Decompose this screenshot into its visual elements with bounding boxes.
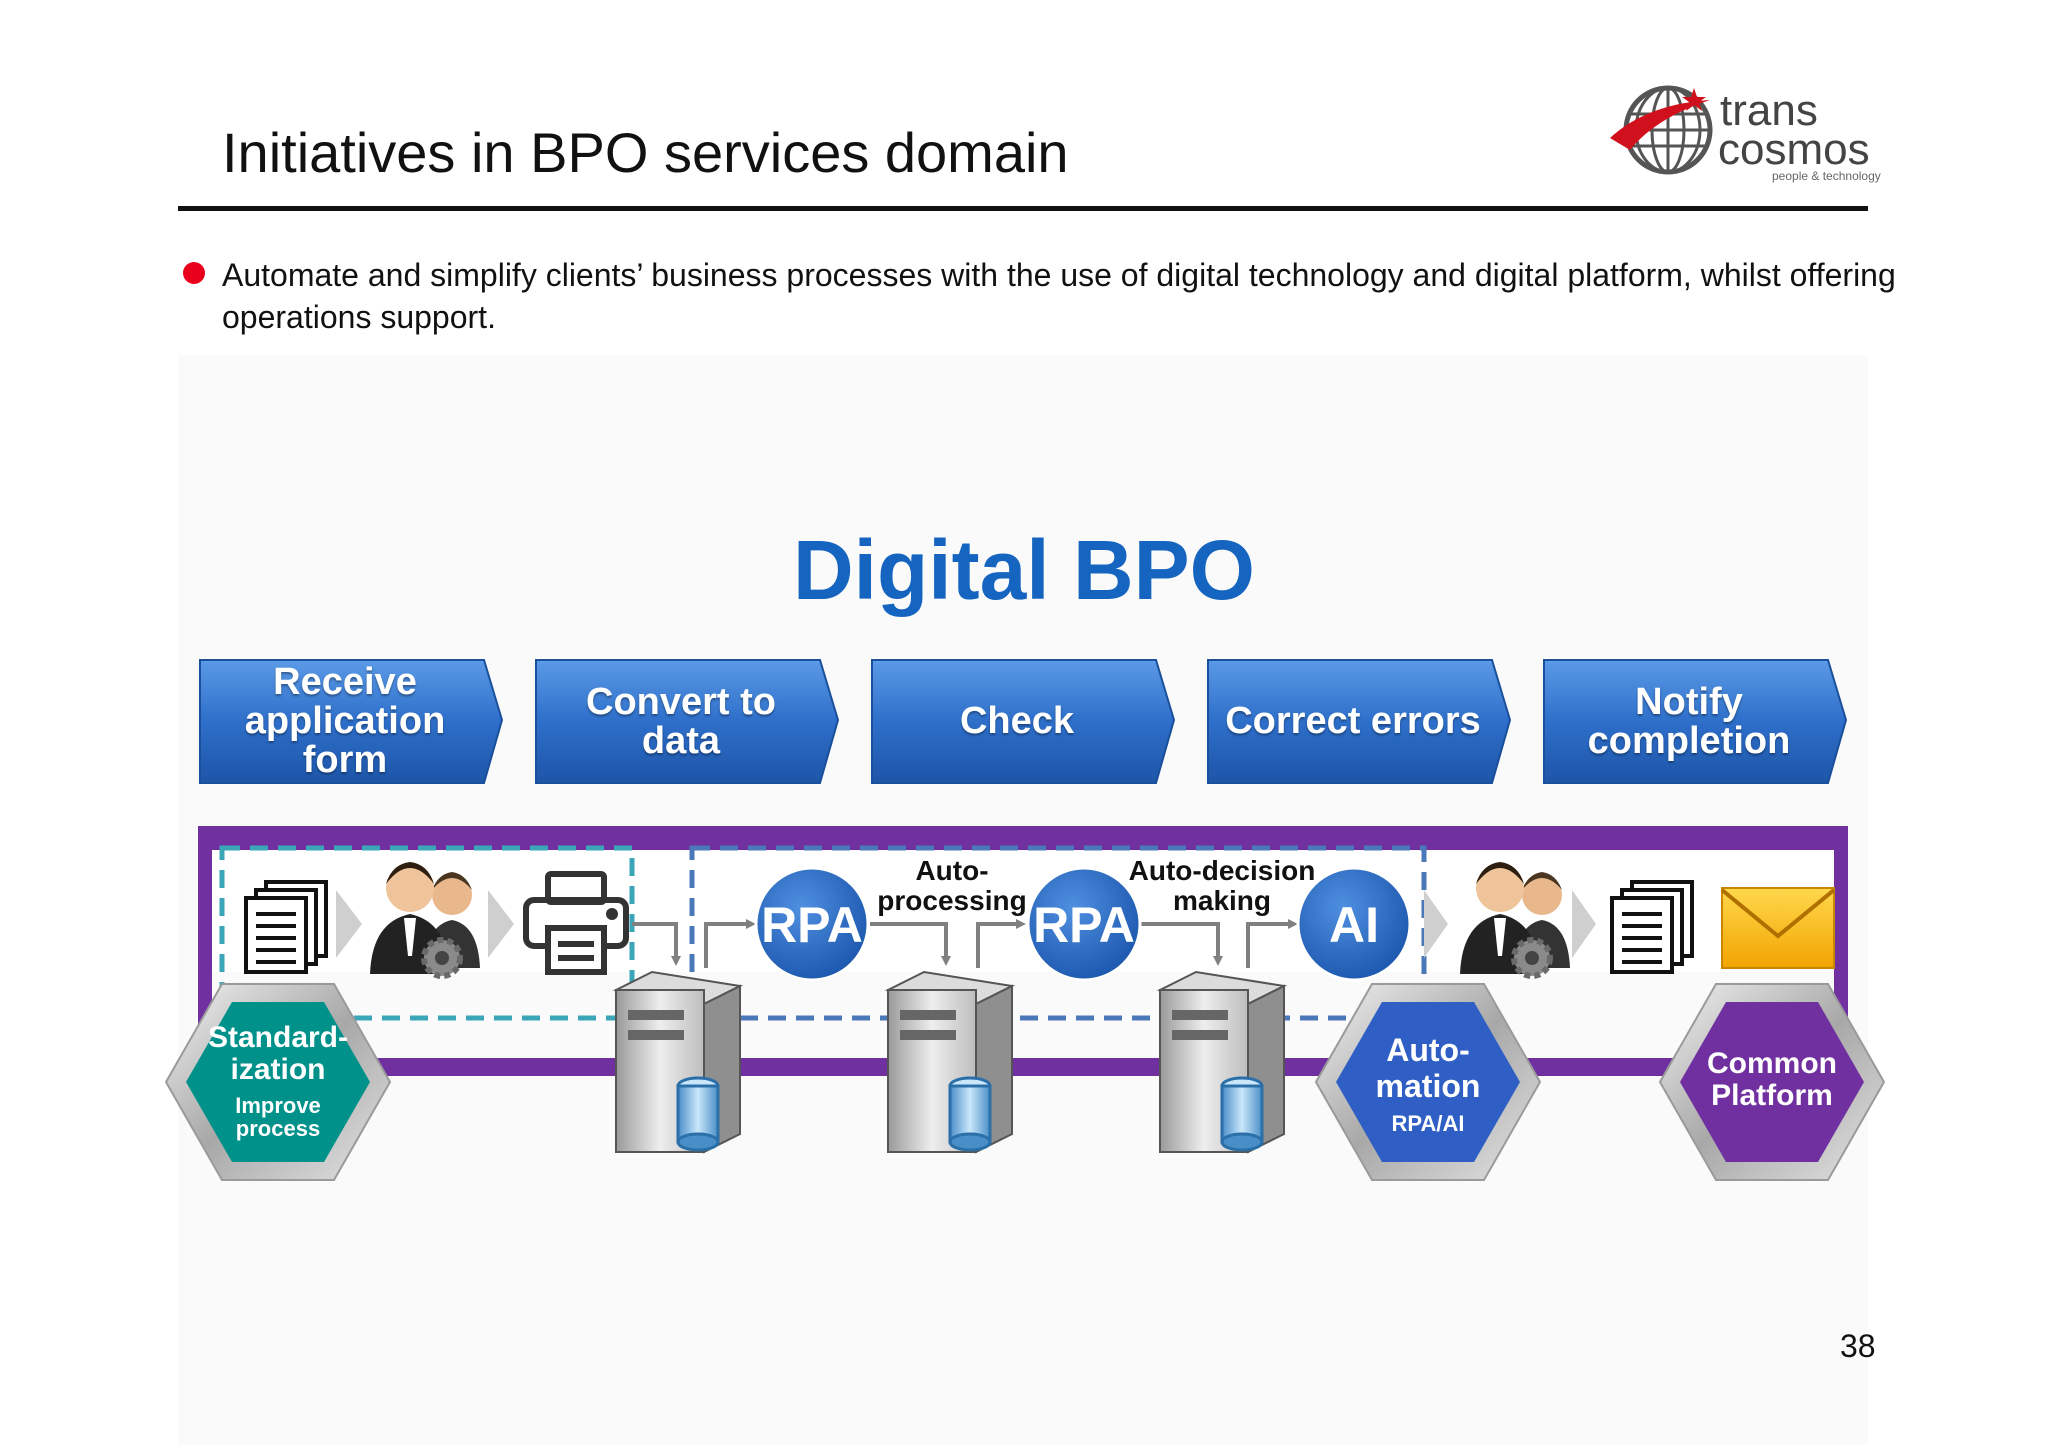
hexagon-label-common-platform: Common Platform <box>1680 1048 1864 1112</box>
diagram-title: Digital BPO <box>792 523 1256 617</box>
hexagon-common-platform <box>1658 983 1886 1181</box>
operators-icon <box>1460 862 1570 979</box>
operators-icon <box>370 862 480 979</box>
standardization-group <box>219 845 635 1021</box>
chevron-right-icon <box>336 890 362 958</box>
step-receive-application-form: Receive application form <box>200 660 490 783</box>
documents-icon <box>1610 880 1694 974</box>
flow-arrows <box>632 919 1298 968</box>
server-icon <box>884 970 1016 1154</box>
process-steps <box>199 659 1848 784</box>
step-notify-completion: Notify completion <box>1544 660 1834 783</box>
step-label: Check <box>959 700 1075 742</box>
step-shape-3 <box>871 659 1176 784</box>
hexagon-title: Common Platform <box>1707 1047 1837 1112</box>
hexagon-subtitle: Improve process <box>235 1093 321 1141</box>
company-logo: trans cosmos people & technology <box>1600 80 1890 195</box>
logo-text-trans: trans <box>1720 86 1818 135</box>
bullet-dot <box>183 262 205 284</box>
step-label: Correct errors <box>1225 700 1481 742</box>
step-shape-4 <box>1207 659 1512 784</box>
documents-icon <box>244 880 328 974</box>
step-check: Check <box>872 660 1162 783</box>
globe-icon <box>1610 85 1713 175</box>
logo-text-cosmos: cosmos <box>1718 125 1870 174</box>
rpa-badge-label: RPA <box>761 897 863 953</box>
hexagon-title: Standard- ization <box>207 1021 348 1086</box>
hexagon-label-standardization: Standard- ization Improve process <box>186 1021 370 1141</box>
rpa-badge-2 <box>1026 866 1142 982</box>
ai-badge-label: AI <box>1329 897 1379 953</box>
printer-icon <box>523 871 629 975</box>
chevron-right-icon <box>1572 890 1596 958</box>
chevron-right-icon <box>488 890 514 958</box>
hexagon-title: Auto- mation <box>1375 1032 1481 1104</box>
chevron-right-icon <box>1424 890 1448 958</box>
hexagon-label-automation: Auto- mation RPA/AI <box>1336 1032 1520 1135</box>
server-icon <box>612 970 744 1154</box>
step-convert-to-data: Convert to data <box>536 660 826 783</box>
hexagon-subtitle: RPA/AI <box>1391 1111 1465 1136</box>
flow-label-auto-decision-making: Auto-decision making <box>1128 855 1316 916</box>
bullet-text: Automate and simplify clients’ business … <box>222 257 1896 335</box>
envelope-icon <box>1720 887 1836 969</box>
step-shape-1 <box>199 659 504 784</box>
title-rule <box>178 206 1868 211</box>
page-number: 38 <box>1840 1328 1876 1364</box>
step-shape-2 <box>535 659 840 784</box>
server-icon <box>1156 970 1288 1154</box>
step-label: Convert to data <box>586 680 776 762</box>
rpa-badge-label: RPA <box>1033 897 1135 953</box>
step-correct-errors: Correct errors <box>1208 660 1498 783</box>
hexagon-automation <box>1314 983 1542 1181</box>
logo-tagline: people & technology <box>1772 169 1881 183</box>
step-label: Notify completion <box>1587 680 1791 762</box>
ai-badge <box>1296 866 1412 982</box>
step-shape-5 <box>1543 659 1848 784</box>
rpa-badge-1 <box>754 866 870 982</box>
step-label: Receive application form <box>244 661 446 781</box>
flow-label-auto-processing: Auto- processing <box>877 855 1027 916</box>
page-title: Initiatives in BPO services domain <box>222 121 1069 184</box>
hexagon-standardization <box>164 983 392 1181</box>
